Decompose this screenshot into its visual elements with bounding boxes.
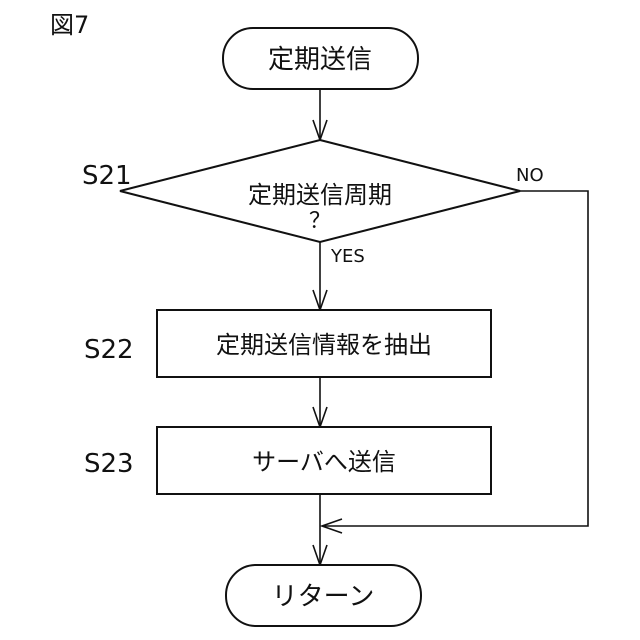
figure-label: 図7 [50, 11, 89, 39]
s23-label: サーバへ送信 [252, 448, 396, 476]
decision-label-line1: 定期送信周期 [248, 181, 392, 209]
end-label: リターン [272, 582, 375, 612]
no-label: NO [516, 165, 544, 186]
s22-step-id: S22 [84, 335, 134, 365]
s23-step-id: S23 [84, 449, 134, 479]
start-label: 定期送信 [268, 45, 372, 75]
yes-label: YES [330, 246, 365, 267]
s22-label: 定期送信情報を抽出 [216, 331, 432, 359]
decision-step-id: S21 [82, 161, 132, 191]
decision-label-line2: ？ [309, 209, 331, 234]
